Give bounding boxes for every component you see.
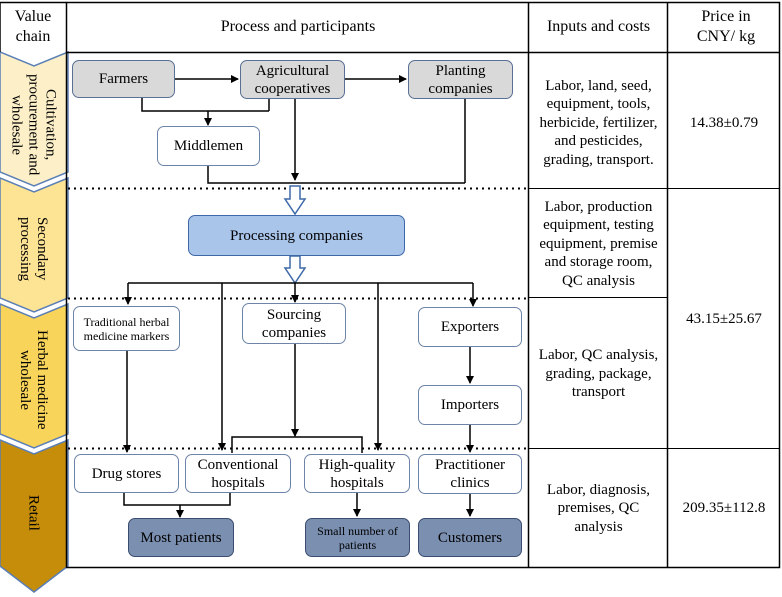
node-importers: Importers <box>418 385 522 425</box>
price-retail: 209.35±112.8 <box>682 500 766 517</box>
node-exporters: Exporters <box>418 307 522 347</box>
node-agricultural-cooperatives: Agricultural cooperatives <box>240 60 345 99</box>
stage-label-wholesale: Herbal medicine wholesale <box>17 330 50 430</box>
node-conventional-hospitals: Conventional hospitals <box>185 454 291 493</box>
node-most-patients: Most patients <box>128 518 234 557</box>
node-high-quality-hospitals: High-quality hospitals <box>304 454 410 493</box>
node-customers: Customers <box>418 518 522 557</box>
price-processing-wholesale: 43.15±25.67 <box>686 310 762 327</box>
stage-label-processing: Secondary processing <box>17 216 50 282</box>
node-traditional-markets: Traditional herbal medicine markers <box>73 306 180 351</box>
node-farmers: Farmers <box>72 60 175 98</box>
header-value-chain: Value chain <box>14 8 52 45</box>
price-cultivation: 14.38±0.79 <box>689 114 759 131</box>
inputs-retail: Labor, diagnosis, premises, QC analysis <box>546 481 651 535</box>
stage-chevron-retail <box>0 438 69 593</box>
inputs-processing: Labor, production equipment, testing equ… <box>539 198 658 289</box>
node-planting-companies: Planting companies <box>408 60 513 99</box>
header-inputs: Inputs and costs <box>546 18 651 35</box>
node-middlemen: Middlemen <box>157 126 260 166</box>
stage-chevron-wholesale <box>0 302 69 449</box>
inputs-wholesale: Labor, QC analysis, grading, package, tr… <box>538 347 659 401</box>
stage-label-cultivation: Cultivation, procurement and wholesale <box>8 74 59 176</box>
node-practitioner-clinics: Practitioner clinics <box>418 454 522 494</box>
stage-label-retail: Retail <box>25 495 42 531</box>
header-process: Process and participants <box>220 18 376 35</box>
node-sourcing-companies: Sourcing companies <box>242 303 346 344</box>
inputs-cultivation: Labor, land, seed, equipment, tools, her… <box>539 77 658 168</box>
node-drug-stores: Drug stores <box>74 454 179 493</box>
stage-chevron-cultivation <box>0 50 69 187</box>
header-price: Price in CNY/ kg <box>696 8 756 45</box>
node-processing-companies: Processing companies <box>188 215 405 256</box>
node-small-number-of-patients: Small number of patients <box>305 518 410 557</box>
